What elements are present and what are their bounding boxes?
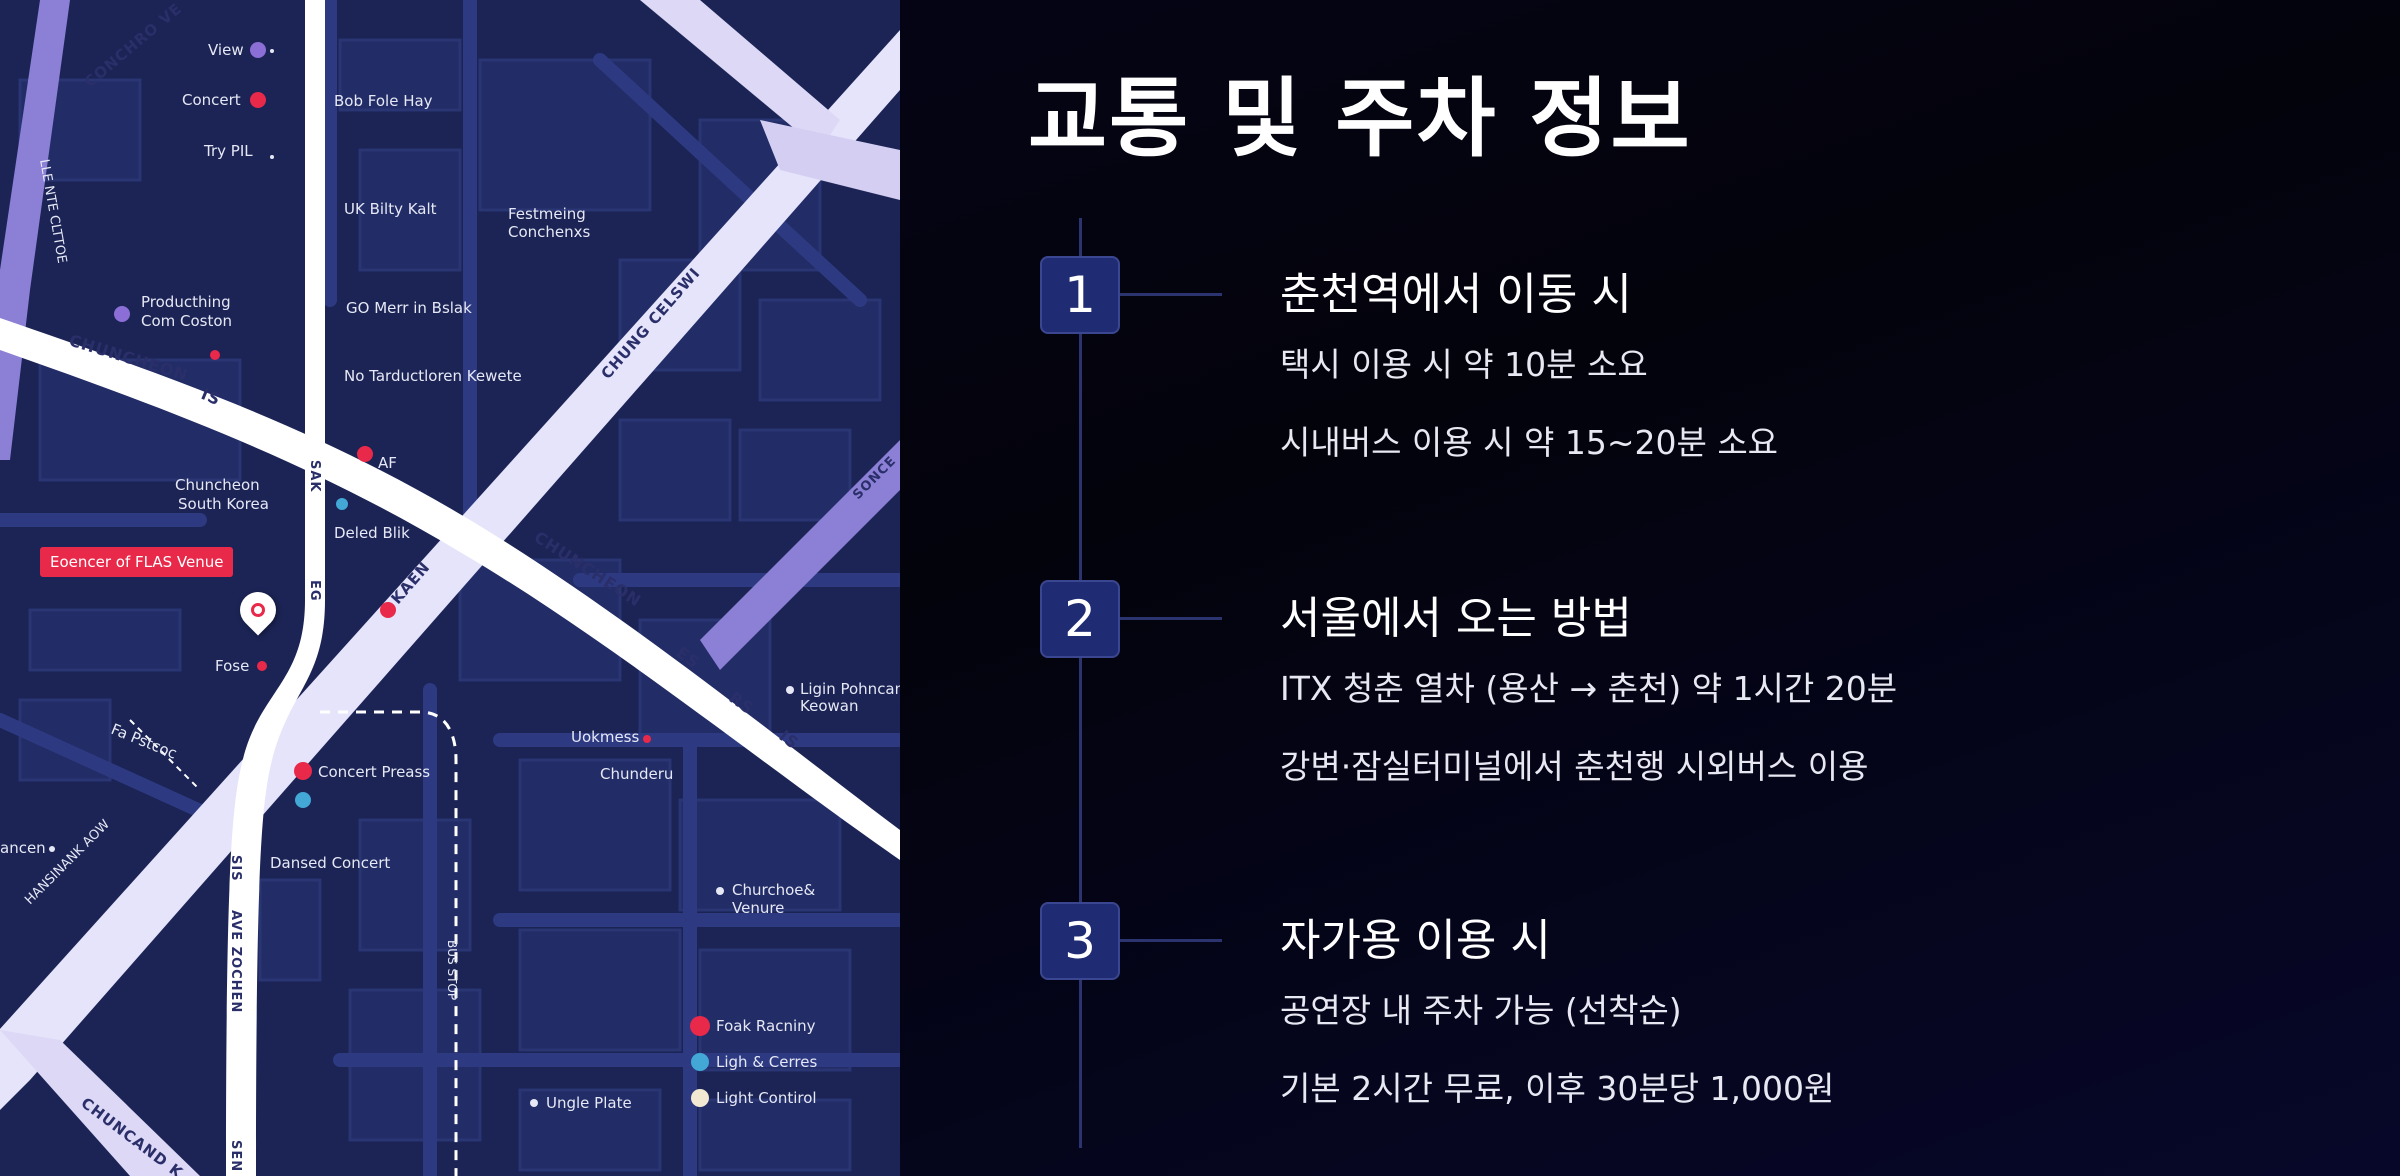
step-number-badge: 2 [1040, 580, 1120, 658]
svg-text:Festmeing: Festmeing [508, 205, 586, 223]
svg-text:Ligh & Cerres: Ligh & Cerres [716, 1053, 817, 1071]
step-title: 서울에서 오는 방법 [1280, 593, 1632, 644]
svg-text:Light Contirol: Light Contirol [716, 1089, 817, 1107]
svg-text:Chuncheon: Chuncheon [175, 476, 260, 494]
venue-callout[interactable]: Eoencer of FLAS Venue [40, 547, 234, 577]
step-detail: 기본 2시간 무료, 이후 30분당 1,000원 [1280, 1069, 1835, 1108]
svg-text:Keowan: Keowan [800, 697, 858, 715]
transport-info: 교통 및 주차 정보 1 춘천역에서 이동 시 택시 이용 시 약 10분 소요… [900, 0, 2400, 1176]
svg-text:Deled Blik: Deled Blik [334, 524, 410, 542]
venue-map[interactable]: CHUNCHEON IS CHUNCHEON ES RS IS CHUNG CE… [0, 0, 900, 1176]
svg-text:Bob Fole Hay: Bob Fole Hay [334, 92, 433, 110]
svg-text:Dansed Concert: Dansed Concert [270, 854, 390, 872]
svg-text:Uokmess: Uokmess [571, 728, 639, 746]
page-title: 교통 및 주차 정보 [1028, 69, 1692, 169]
step-detail: ITX 청춘 열차 (용산 → 춘천) 약 1시간 20분 [1280, 669, 1898, 708]
step-title: 춘천역에서 이동 시 [1280, 269, 1632, 320]
step-title: 자가용 이용 시 [1280, 915, 1551, 966]
step-detail: 공연장 내 주차 가능 (선착순) [1280, 991, 1682, 1030]
svg-text:AVE ZOCHEN: AVE ZOCHEN [228, 910, 243, 1013]
step-2: 2 서울에서 오는 방법 ITX 청춘 열차 (용산 → 춘천) 약 1시간 2… [1040, 580, 2340, 840]
svg-text:UK Bilty Kalt: UK Bilty Kalt [344, 200, 437, 218]
svg-text:Churchoe&: Churchoe& [732, 881, 815, 899]
svg-text:South Korea: South Korea [178, 495, 269, 513]
svg-text:EG: EG [307, 580, 322, 602]
svg-text:Foak Racniny: Foak Racniny [716, 1017, 816, 1035]
svg-text:SEN: SEN [228, 1140, 243, 1172]
svg-text:GO Merr in Bslak: GO Merr in Bslak [346, 299, 472, 317]
svg-text:View: View [208, 41, 244, 59]
step-number-badge: 3 [1040, 902, 1120, 980]
map-svg: CHUNCHEON IS CHUNCHEON ES RS IS CHUNG CE… [0, 0, 900, 1176]
svg-text:Concert: Concert [182, 91, 241, 109]
svg-text:Ligin Pohncam: Ligin Pohncam [800, 680, 900, 698]
svg-text:SIS: SIS [228, 855, 243, 882]
svg-text:Fose: Fose [215, 657, 249, 675]
step-detail: 택시 이용 시 약 10분 소요 [1280, 345, 1648, 384]
svg-text:Producthing: Producthing [141, 293, 231, 311]
svg-text:Chunderu: Chunderu [600, 765, 673, 783]
svg-text:Com Coston: Com Coston [141, 312, 232, 330]
svg-text:No Tarductloren Kewete: No Tarductloren Kewete [344, 367, 522, 385]
svg-text:Concert Preass: Concert Preass [318, 763, 430, 781]
svg-text:Conchenxs: Conchenxs [508, 223, 591, 241]
svg-text:Ungle Plate: Ungle Plate [546, 1094, 632, 1112]
step-1: 1 춘천역에서 이동 시 택시 이용 시 약 10분 소요 시내버스 이용 시 … [1040, 256, 2340, 516]
step-connector [1120, 617, 1222, 620]
svg-text:Try PIL: Try PIL [203, 142, 253, 160]
step-connector [1120, 939, 1222, 942]
step-number-badge: 1 [1040, 256, 1120, 334]
svg-text:BUS STOP: BUS STOP [445, 940, 459, 1000]
svg-text:ancen: ancen [0, 839, 46, 857]
step-connector [1120, 293, 1222, 296]
step-detail: 강변·잠실터미널에서 춘천행 시외버스 이용 [1280, 747, 1869, 786]
timeline [1079, 218, 1082, 1148]
step-detail: 시내버스 이용 시 약 15~20분 소요 [1280, 423, 1779, 462]
svg-text:Venure: Venure [732, 899, 784, 917]
svg-text:AF: AF [378, 454, 397, 472]
svg-text:SAK: SAK [307, 460, 322, 493]
step-3: 3 자가용 이용 시 공연장 내 주차 가능 (선착순) 기본 2시간 무료, … [1040, 902, 2340, 1162]
